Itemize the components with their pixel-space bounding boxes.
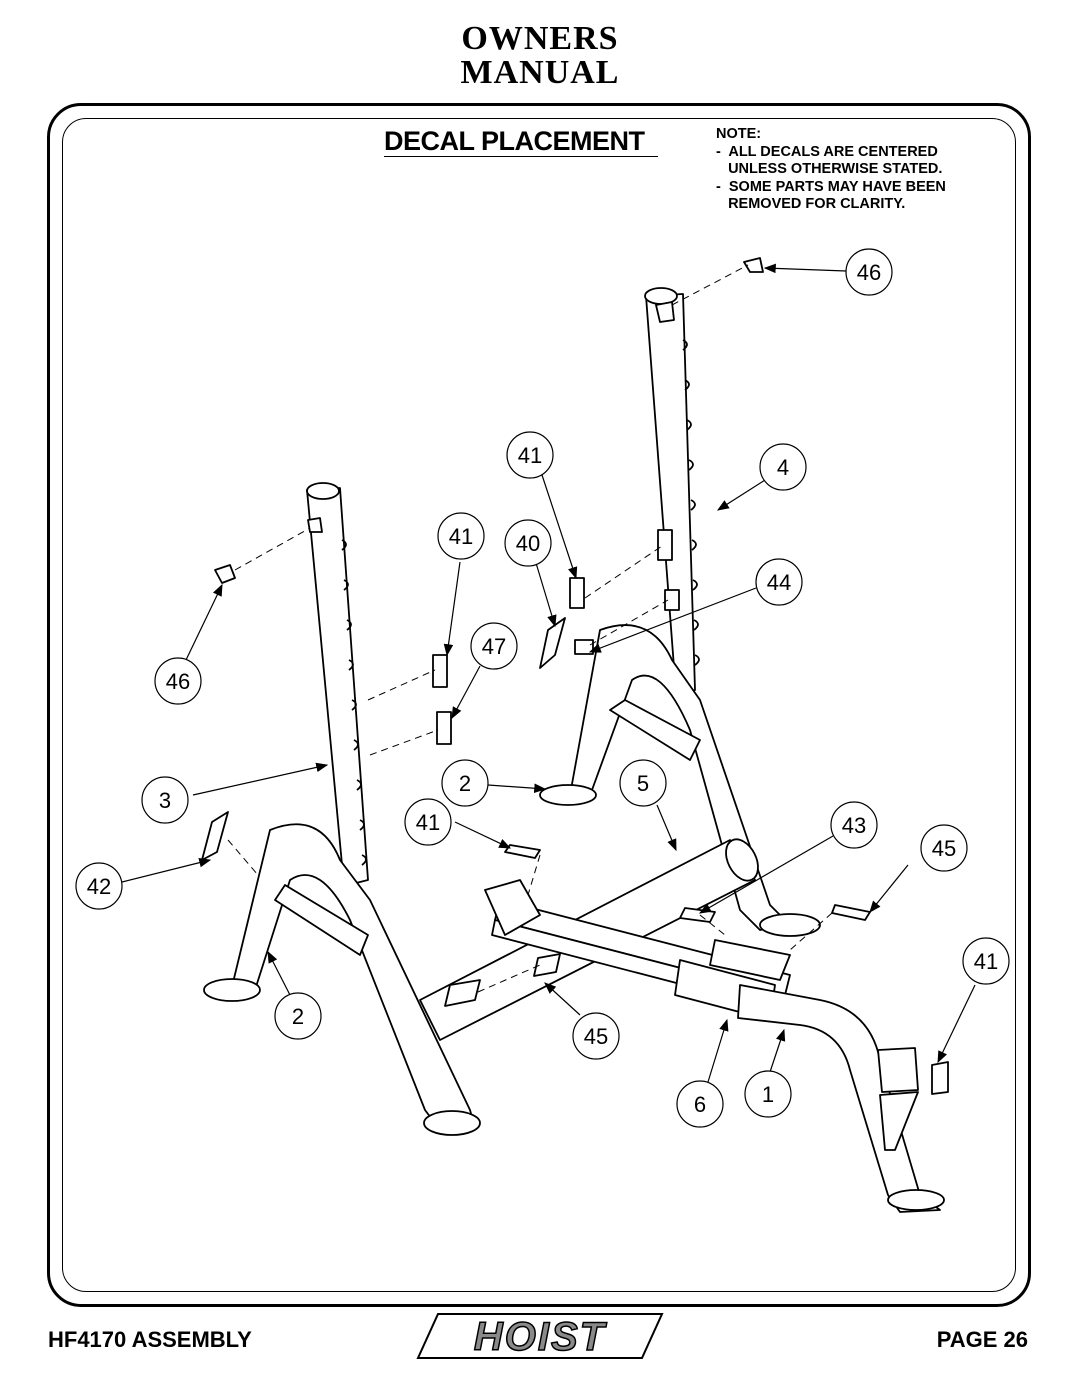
callout-label: 4	[777, 455, 789, 480]
callout-47: 47	[470, 622, 518, 670]
logo-wordmark: HOIST	[474, 1315, 608, 1359]
callout-1: 1	[744, 1070, 792, 1118]
page-frame-inner	[62, 118, 1016, 1292]
main-rail	[484, 879, 945, 1213]
footer-model: HF4170 ASSEMBLY	[48, 1327, 252, 1352]
callout-label: 41	[416, 810, 440, 835]
callout-43: 43	[830, 801, 878, 849]
callout-label: 41	[974, 949, 998, 974]
section-heading: DECAL PLACEMENT	[384, 126, 645, 156]
callout-2-rear: 2	[441, 759, 489, 807]
note-title: NOTE:	[716, 126, 762, 142]
callout-46-rear: 46	[845, 248, 893, 296]
callout-41-d: 41	[962, 937, 1010, 985]
callout-label: 45	[584, 1024, 608, 1049]
page-frame-outer	[47, 103, 1031, 1307]
callout-4: 4	[759, 443, 807, 491]
hoist-logo: HOIST	[416, 1313, 664, 1360]
callout-41-c: 41	[404, 798, 452, 846]
callout-arrows	[121, 263, 976, 1083]
callout-3: 3	[141, 776, 189, 824]
callout-5: 5	[619, 759, 667, 807]
callout-label: 5	[637, 771, 649, 796]
dashed-leaders	[227, 264, 833, 993]
note-line: - ALL DECALS ARE CENTERED	[716, 143, 938, 160]
callout-label: 40	[516, 531, 540, 556]
callout-label: 47	[482, 634, 506, 659]
callout-6: 6	[676, 1080, 724, 1128]
front-upright	[203, 482, 481, 1136]
note-line: UNLESS OTHERWISE STATED.	[716, 161, 943, 177]
callout-label: 6	[694, 1092, 706, 1117]
callout-label: 41	[518, 443, 542, 468]
callout-label: 41	[449, 524, 473, 549]
callout-46-front: 46	[154, 657, 202, 705]
callout-bubbles: 46 41 4 41 40 44 47 46 2 5 3 41 43 45 42…	[75, 248, 1010, 1128]
callout-label: 2	[292, 1004, 304, 1029]
callout-label: 2	[459, 771, 471, 796]
callout-41-a: 41	[506, 431, 554, 479]
callout-45-left: 45	[572, 1012, 620, 1060]
callout-41-b: 41	[437, 512, 485, 560]
callout-label: 44	[767, 570, 791, 595]
note-line: - SOME PARTS MAY HAVE BEEN	[716, 178, 946, 195]
page-number: PAGE 26	[936, 1327, 1028, 1352]
note-line: REMOVED FOR CLARITY.	[716, 196, 906, 212]
callout-label: 42	[87, 874, 111, 899]
heading-underline	[384, 156, 658, 157]
callout-45-right: 45	[920, 824, 968, 872]
callout-label: 46	[857, 260, 881, 285]
callout-label: 46	[166, 669, 190, 694]
manual-title-line1: OWNERS	[461, 20, 619, 57]
decals	[201, 257, 949, 1095]
callout-44: 44	[755, 558, 803, 606]
callout-40: 40	[504, 519, 552, 567]
callout-42: 42	[75, 862, 123, 910]
callout-2-front: 2	[274, 992, 322, 1040]
callout-label: 3	[159, 788, 171, 813]
note-block: NOTE: - ALL DECALS ARE CENTERED UNLESS O…	[716, 126, 946, 214]
manual-title-line2: MANUAL	[460, 54, 620, 91]
callout-label: 43	[842, 813, 866, 838]
callout-label: 45	[932, 836, 956, 861]
rear-upright	[539, 287, 821, 937]
callout-label: 1	[762, 1082, 774, 1107]
